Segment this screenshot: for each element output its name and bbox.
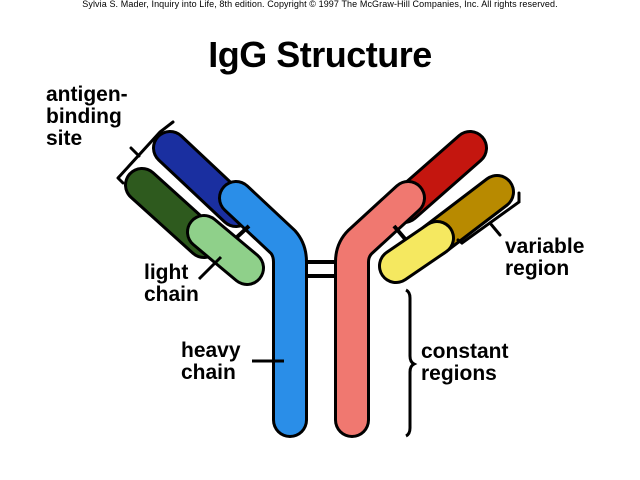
label-line: chain	[181, 361, 236, 384]
right-light-constant-region	[381, 223, 452, 281]
constant-regions-label: constant regions	[421, 341, 509, 385]
light-chain-label: light chain	[144, 262, 199, 306]
left-disulfide-bond	[234, 224, 251, 240]
label-line: antigen-	[46, 83, 128, 106]
constant-regions-brace	[405, 288, 418, 438]
label-line: light	[144, 261, 189, 284]
label-line: variable	[505, 235, 585, 258]
label-line: constant	[421, 340, 509, 363]
diagram-title: IgG Structure	[208, 34, 432, 75]
label-line: regions	[421, 362, 497, 385]
antigen-binding-site-bracket	[116, 120, 175, 185]
label-line: region	[505, 257, 570, 280]
left-heavy-constant-region	[221, 183, 305, 435]
variable-region-bracket	[456, 191, 521, 245]
right-heavy-constant-region	[337, 183, 423, 435]
label-line: site	[46, 127, 83, 150]
label-line: chain	[144, 283, 199, 306]
right-disulfide-bond	[392, 224, 408, 242]
label-line: binding	[46, 105, 122, 128]
copyright-notice: Sylvia S. Mader, Inquiry into Life, 8th …	[82, 0, 558, 9]
light-chain-pointer	[197, 255, 223, 281]
left-light-constant-region	[189, 217, 262, 283]
heavy-chain-label: heavy chain	[181, 340, 241, 384]
antigen-binding-site-label: antigen- binding site	[46, 84, 128, 150]
variable-region-label: variable region	[505, 236, 584, 280]
label-line: heavy	[181, 339, 241, 362]
